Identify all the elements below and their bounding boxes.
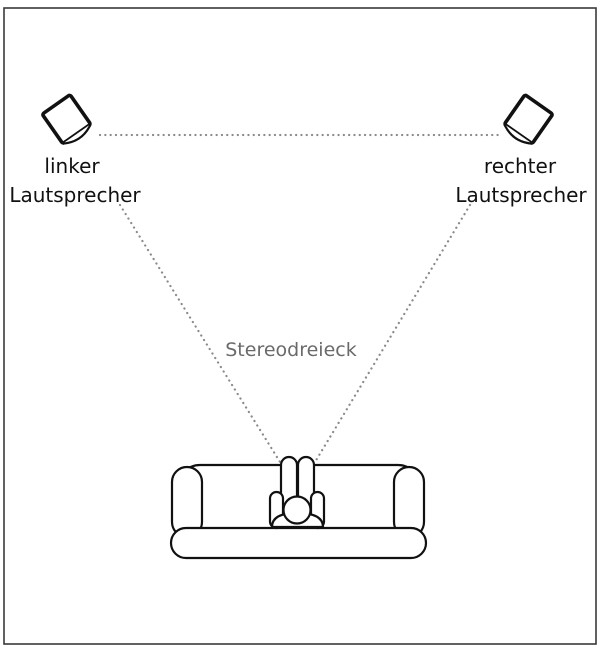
- left-speaker-label-line1: linker: [44, 154, 100, 178]
- listener-icon: [268, 455, 326, 530]
- triangle-right-line: [313, 203, 472, 464]
- right-speaker-label-line2: Lautsprecher: [455, 183, 587, 207]
- triangle-label: Stereodreieck: [225, 339, 356, 361]
- right-speaker-label-line1: rechter: [484, 154, 557, 178]
- stereo-triangle: [98, 133, 502, 464]
- left-speaker-label-line2: Lautsprecher: [9, 183, 141, 207]
- right-speaker-icon: [503, 93, 554, 145]
- left-speaker-icon: [41, 93, 92, 145]
